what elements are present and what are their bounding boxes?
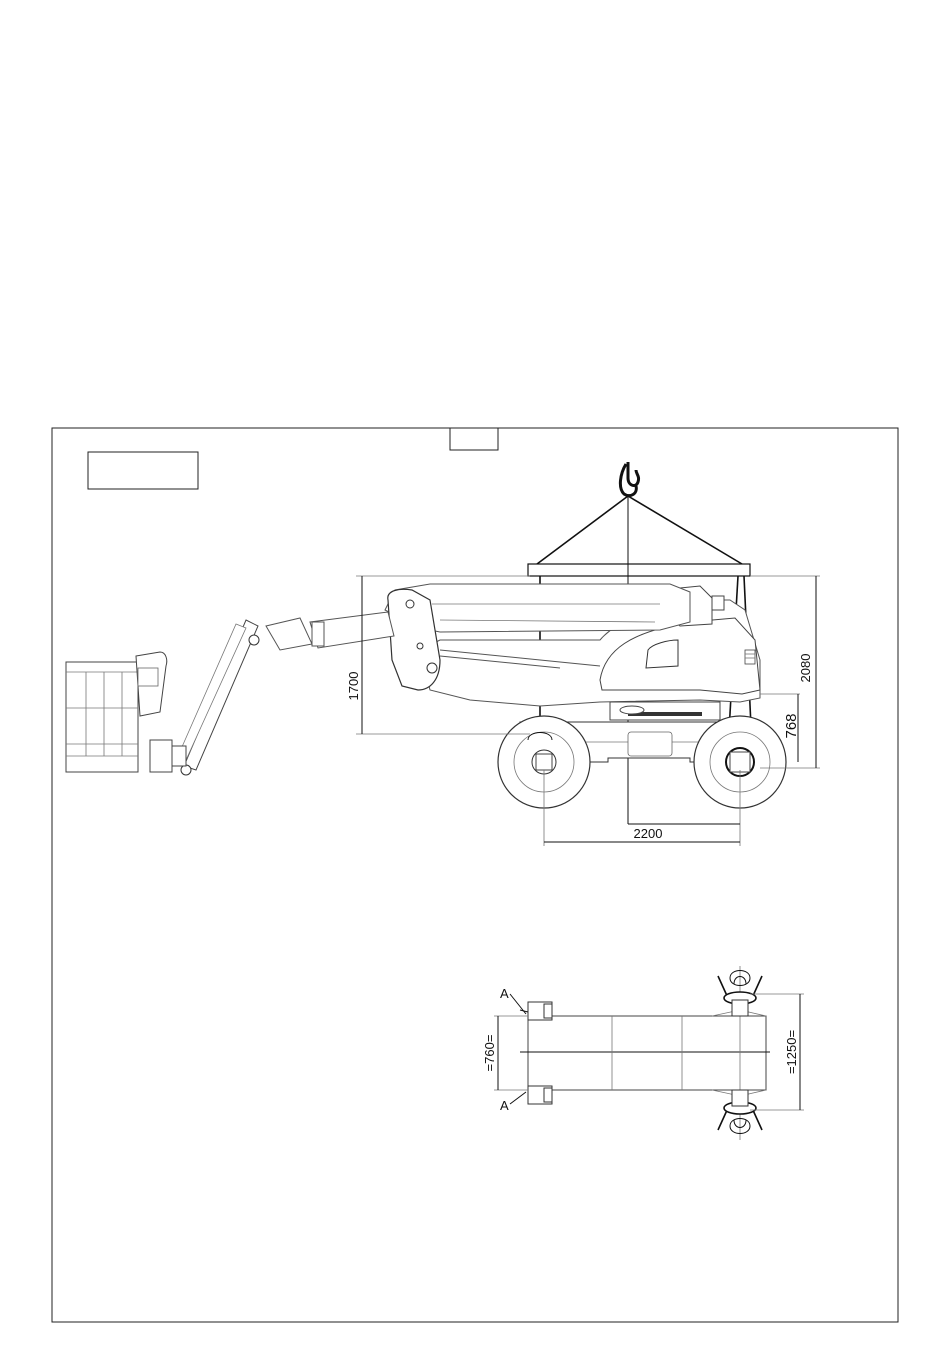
side-view: 1700 2080 768 2200 [66,462,820,846]
drawing-frame [52,428,898,1322]
title-box [88,452,198,489]
dim-lift-point-height: 768 [783,713,800,738]
dim-wheelbase: 2200 [634,826,663,841]
dim-rear-width: =1250= [784,1030,799,1074]
dim-total-height: 2080 [798,654,813,683]
front-lug-top [520,1002,552,1020]
dimension-760: =760= [482,1016,528,1090]
label-a-top: A [500,986,509,1001]
header-tab [450,428,498,450]
top-view: A A =760= =1250= [482,966,804,1140]
dim-boom-height: 1700 [346,672,361,701]
crane-hook-icon [620,462,638,496]
spreader-bar [528,564,750,576]
front-lug-bottom [528,1086,552,1104]
dim-front-width: =760= [482,1035,497,1072]
label-a-bottom: A [500,1098,509,1113]
